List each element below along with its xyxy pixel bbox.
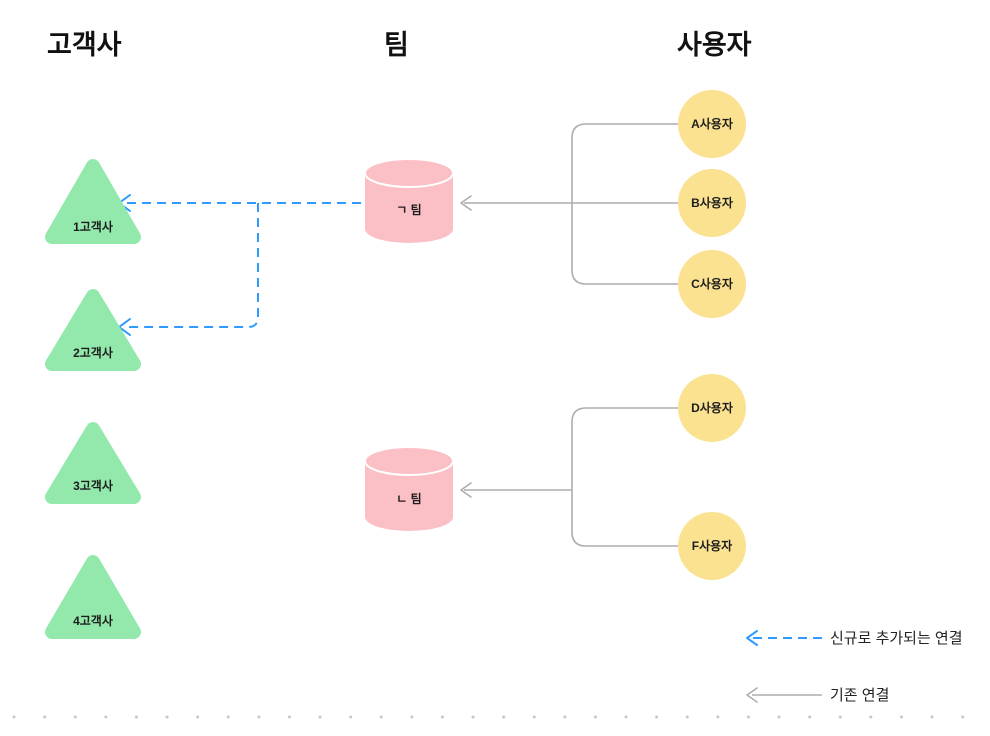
customer-node-label: 1고객사: [73, 219, 113, 234]
column-header-users: 사용자: [677, 30, 752, 60]
customer-node-3[interactable]: 3고객사: [45, 422, 141, 504]
cylinder-top: [364, 446, 454, 476]
column-header-customers: 고객사: [47, 30, 122, 60]
legend-existing-label: 기존 연결: [830, 687, 889, 704]
team-node-label: ㄴ 팀: [396, 492, 421, 506]
customer-node-2[interactable]: 2고객사: [45, 289, 141, 371]
connector-line[interactable]: [571, 490, 678, 547]
triangle-shape[interactable]: [45, 159, 141, 244]
user-node-label: D사용자: [691, 400, 733, 415]
user-circle[interactable]: [678, 512, 746, 580]
legend: 신규로 추가되는 연결 기존 연결: [746, 630, 963, 704]
user-circle[interactable]: [678, 374, 746, 442]
customer-node-label: 4고객사: [73, 613, 113, 628]
team-node-label: ㄱ 팀: [396, 203, 421, 217]
team-node-2[interactable]: ㄴ 팀: [364, 446, 454, 531]
triangle-shape[interactable]: [45, 422, 141, 504]
column-header-teams: 팀: [384, 30, 409, 60]
connector-line[interactable]: [571, 203, 678, 285]
user-node-d[interactable]: D사용자: [678, 374, 746, 442]
customer-node-4[interactable]: 4고객사: [45, 555, 141, 639]
arrowhead-icon: [746, 630, 758, 646]
user-node-label: C사용자: [691, 276, 733, 291]
legend-item-existing-connection: 기존 연결: [746, 687, 889, 704]
cylinder-body[interactable]: [365, 173, 453, 243]
legend-new-label: 신규로 추가되는 연결: [830, 630, 963, 647]
user-circle[interactable]: [678, 250, 746, 318]
user-node-label: F사용자: [692, 538, 732, 553]
arrowhead-icon: [460, 482, 472, 498]
user-node-a[interactable]: A사용자: [678, 90, 746, 158]
connector-line[interactable]: [571, 407, 678, 490]
existing-connections-team-2[interactable]: [460, 407, 678, 547]
arrowhead-icon: [460, 195, 472, 211]
customer-node-1[interactable]: 1고객사: [45, 159, 141, 244]
user-circle[interactable]: [678, 90, 746, 158]
existing-connections-team-1[interactable]: [460, 123, 678, 285]
user-node-label: A사용자: [691, 116, 733, 131]
customer-node-label: 2고객사: [73, 345, 113, 360]
user-node-f[interactable]: F사용자: [678, 512, 746, 580]
user-node-b[interactable]: B사용자: [678, 169, 746, 237]
triangle-shape[interactable]: [45, 289, 141, 371]
triangle-shape[interactable]: [45, 555, 141, 639]
legend-item-new-connection: 신규로 추가되는 연결: [746, 630, 963, 647]
user-node-label: B사용자: [691, 195, 733, 210]
user-circle[interactable]: [678, 169, 746, 237]
cylinder-top: [364, 158, 454, 188]
connector-line[interactable]: [571, 123, 678, 203]
arrowhead-icon: [746, 687, 758, 703]
team-node-1[interactable]: ㄱ 팀: [364, 158, 454, 243]
cylinder-body[interactable]: [365, 461, 453, 531]
customer-node-label: 3고객사: [73, 478, 113, 493]
new-connector-line[interactable]: [124, 203, 259, 328]
user-node-c[interactable]: C사용자: [678, 250, 746, 318]
new-connections[interactable]: [118, 194, 361, 336]
